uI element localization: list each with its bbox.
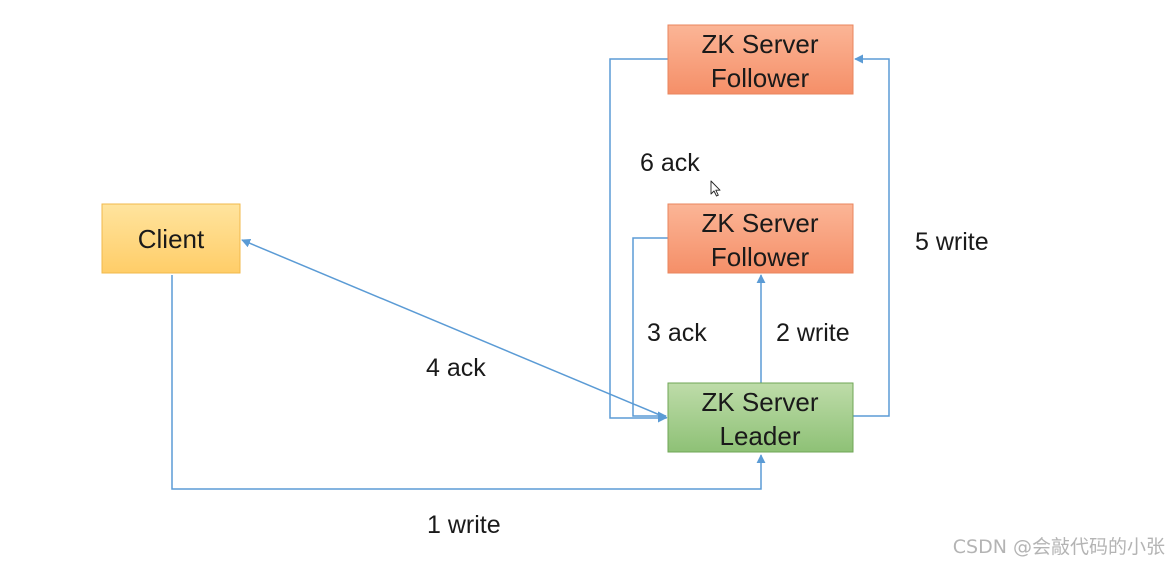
edge-label-6-ack: 6 ack [640,149,700,177]
edge-1-write [171,275,766,490]
edge-label-5-write: 5 write [915,228,989,256]
client-label: Client [138,224,205,254]
client-node: Client [101,203,241,274]
follower-top-label-line2: Follower [711,63,810,93]
follower-top-label-line1: ZK Server [701,29,818,59]
leader-node: ZK Server Leader [667,382,854,453]
follower-mid-box [667,203,854,274]
leader-box [667,382,854,453]
edge-label-1-write: 1 write [427,511,501,539]
leader-label-line1: ZK Server [701,387,818,417]
edge-4-ack [241,238,668,419]
follower-top-box [667,24,854,95]
edge-label-4-ack: 4 ack [426,354,486,382]
follower-mid-label-line1: ZK Server [701,208,818,238]
mouse-cursor-icon [710,180,721,197]
follower-mid-label-line2: Follower [711,242,810,272]
edge-label-3-ack: 3 ack [647,319,707,347]
watermark-text: CSDN @会敲代码的小张 [953,536,1165,558]
leader-label-line2: Leader [720,421,801,451]
edge-6-ack [609,58,668,423]
edge-3-ack [632,237,668,421]
follower-mid-node: ZK Server Follower [667,203,854,274]
follower-top-node: ZK Server Follower [667,24,854,95]
client-box [101,203,241,274]
edge-5-write [853,54,890,417]
edge-label-2-write: 2 write [776,319,850,347]
